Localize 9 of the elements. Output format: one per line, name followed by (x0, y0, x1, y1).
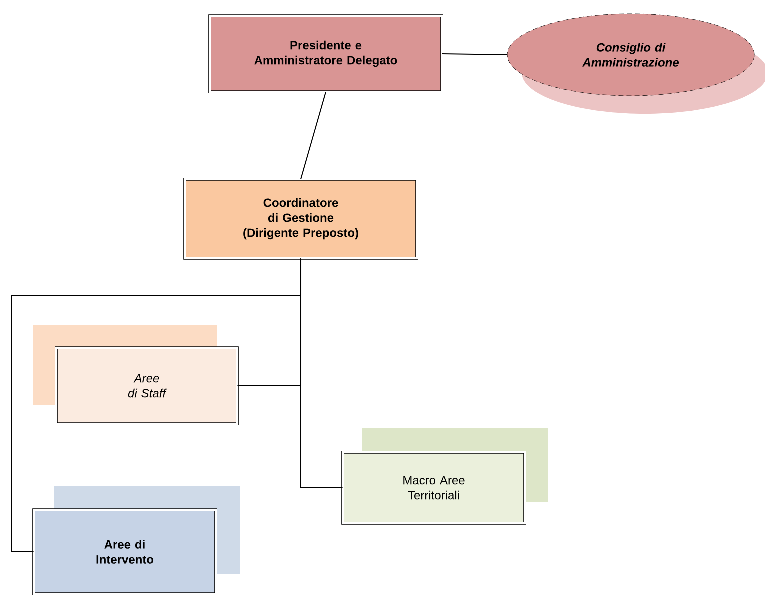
org-box: Aree di Staff (55, 346, 239, 426)
ellipse-node: Consiglio di Amministrazione (507, 14, 755, 96)
connector-line (442, 54, 508, 56)
org-box: Macro Aree Territoriali (342, 451, 526, 525)
org-box: Presidente e Amministratore Delegato (208, 14, 444, 94)
connector-line (12, 258, 302, 552)
org-box: Coordinatore di Gestione (Dirigente Preposto) (184, 178, 418, 260)
connector-line (300, 92, 326, 180)
org-box: Aree di Intervento (32, 508, 218, 596)
